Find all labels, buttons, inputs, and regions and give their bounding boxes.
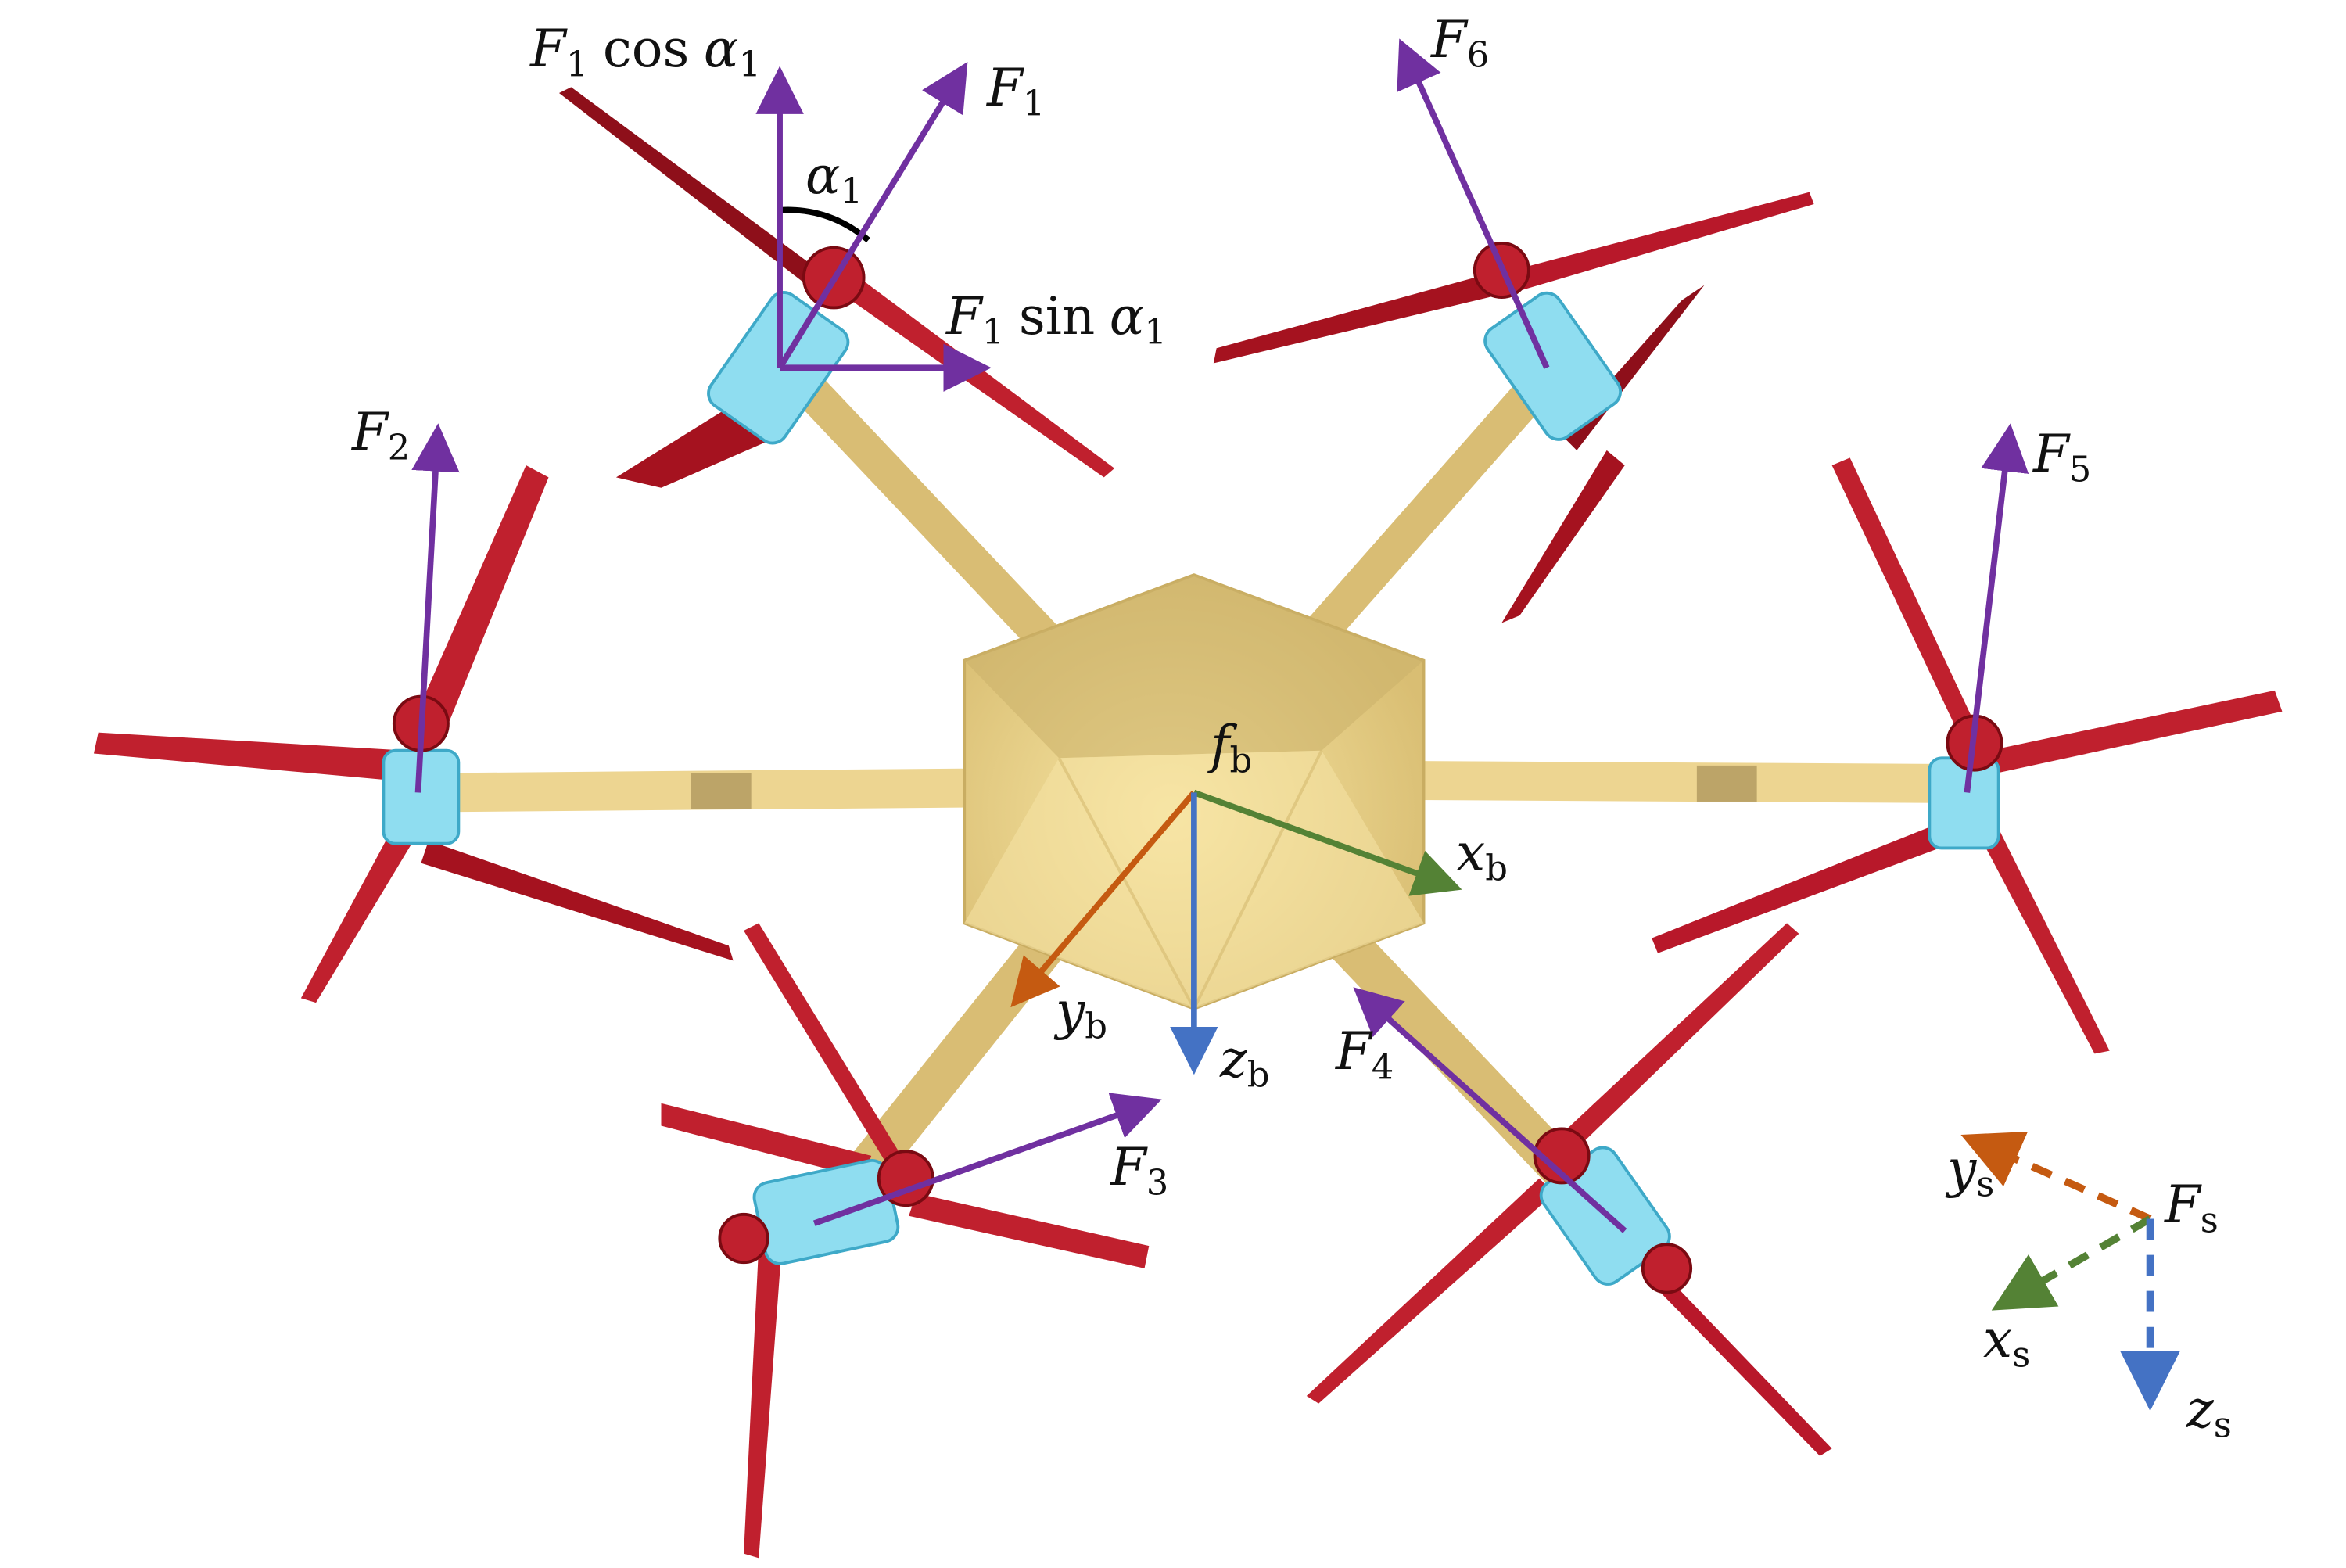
force-arrow-F3 [812,1093,1162,1226]
force-arrow-F4 [1353,987,1627,1233]
force-arrow-F5 [1964,423,2029,793]
label-xb: xb [1456,823,1508,889]
motor-icon [1928,756,2000,850]
rotor-4 [1306,923,1832,1456]
propeller-icon [1982,825,2110,1054]
axis-xb [1193,789,1462,896]
force-vectors [411,38,2029,1233]
motor-icon [718,1212,769,1265]
arm-5 [1399,761,1972,803]
axis-xs [1991,1215,2152,1311]
propeller-icon [1831,457,1979,736]
label-zs: zs [2186,1380,2232,1446]
propeller-icon [413,465,549,736]
label-F3: F3 [1110,1137,1169,1204]
rotor-2 [93,465,734,1003]
propeller-icon [1644,1261,1832,1456]
arm-band [1696,765,1757,802]
propeller-icon [661,1103,872,1179]
label-zb: zb [1220,1029,1270,1096]
propeller-icon [744,923,902,1164]
force-arrow-F2 [411,423,460,793]
propeller-icon [421,840,734,961]
label-alpha1: α1 [805,145,863,212]
label-F6: F6 [1431,9,1490,76]
axis-ys [1960,1132,2152,1222]
propeller-icon [1306,1178,1555,1404]
force-arrow-F1 [777,62,968,370]
arm-band [691,773,752,809]
rotor-3 [661,923,1150,1559]
arm-1 [770,350,1070,664]
body-frame-axes [1010,789,1462,1075]
static-frame-axes [1960,1132,2180,1412]
force-arrow-F6 [1397,38,1550,369]
angle-arc-alpha1 [779,206,870,243]
propeller-icon [1501,450,1625,623]
rotor-5 [1652,457,2283,1054]
label-ys: ys [1947,1139,1995,1205]
label-F5: F5 [2033,424,2092,490]
label-F4: F4 [1336,1021,1394,1088]
label-F2: F2 [352,402,411,468]
label-F1: F1 [987,58,1046,124]
label-yb: yb [1056,981,1108,1047]
propeller-icon [1989,690,2283,773]
motor-icon [1533,1127,1591,1185]
axis-yb [1010,790,1196,1008]
motor-icon [1641,1243,1693,1294]
label-xs: xs [1983,1309,2031,1376]
propeller-icon [558,87,830,295]
propeller-icon [1213,270,1502,364]
propeller-icon [909,1193,1150,1268]
propeller-icon [1652,818,1960,953]
propeller-icon [1554,923,1799,1156]
arm-6 [1303,357,1565,649]
propeller-icon [744,1246,782,1559]
motor-icon [1483,291,1623,441]
label-fb: fb [1211,715,1253,781]
propeller-icon [1501,192,1814,295]
propeller-icon [300,825,414,1003]
rotor-6 [1213,192,1814,623]
label-Fs: Fs [2165,1175,2219,1241]
propeller-icon [93,732,407,781]
